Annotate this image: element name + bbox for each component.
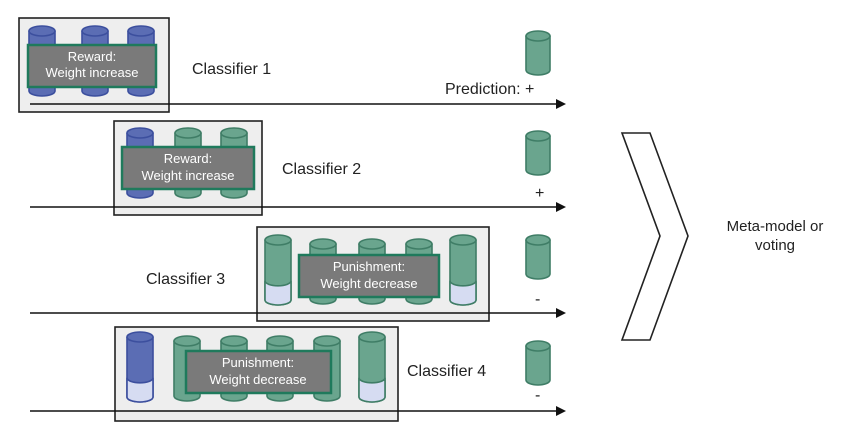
panel-4-line-2: Weight decrease (209, 372, 306, 387)
weight-panel-4 (184, 349, 333, 395)
panel-3-line-2: Weight decrease (320, 276, 417, 291)
panel-2-line-1: Reward: (164, 151, 212, 166)
prediction-cylinder-3 (525, 234, 551, 280)
timeline-arrowhead-1 (556, 99, 566, 109)
panel-2-line-2: Weight increase (142, 168, 235, 183)
row4-cylinder-6 (358, 331, 386, 403)
weight-panel-1 (26, 43, 158, 89)
aggregator-line-2: voting (755, 237, 795, 254)
prediction-cylinder-1 (525, 30, 551, 76)
timeline-arrowhead-2 (556, 202, 566, 212)
prediction-cylinder-4 (525, 340, 551, 386)
prediction-3: - (535, 291, 540, 308)
aggregator-line-1: Meta-model or (727, 218, 824, 235)
panel-1-line-2: Weight increase (46, 65, 139, 80)
weight-panel-3 (297, 253, 441, 299)
panel-4-line-1: Punishment: (222, 355, 294, 370)
weight-panel-2 (120, 145, 256, 191)
classifier-4-label: Classifier 4 (407, 363, 486, 380)
panel-3-line-1: Punishment: (333, 259, 405, 274)
row3-cylinder-1 (264, 234, 292, 306)
prediction-4: - (535, 387, 540, 404)
classifier-3-label: Classifier 3 (146, 271, 225, 288)
row3-cylinder-5 (449, 234, 477, 306)
prediction-1: Prediction: + (445, 81, 534, 98)
prediction-2: + (535, 185, 544, 202)
timeline-arrowhead-3 (556, 308, 566, 318)
aggregator-chevron (620, 132, 689, 341)
classifier-1-label: Classifier 1 (192, 61, 271, 78)
timeline-arrowhead-4 (556, 406, 566, 416)
panel-1-line-1: Reward: (68, 49, 116, 64)
classifier-2-label: Classifier 2 (282, 161, 361, 178)
row4-cylinder-1 (126, 331, 154, 403)
prediction-cylinder-2 (525, 130, 551, 176)
